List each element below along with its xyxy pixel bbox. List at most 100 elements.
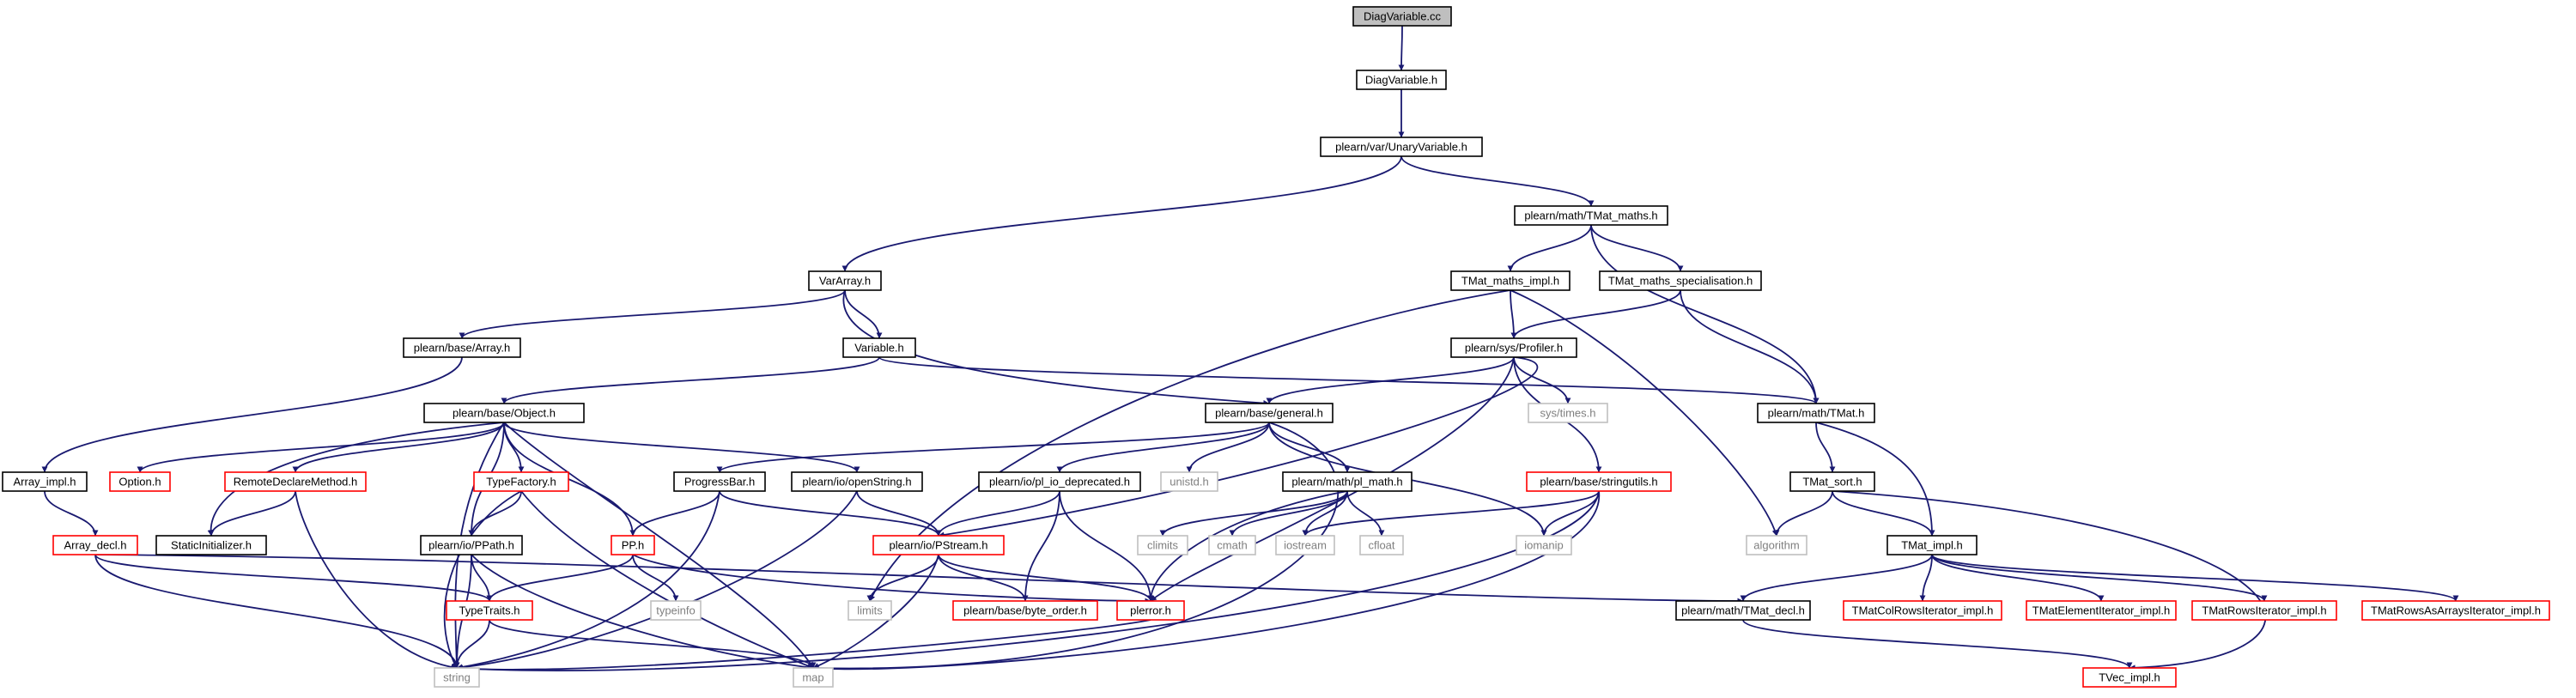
node-tmat_decl_h[interactable]: plearn/math/TMat_decl.h: [1675, 600, 1811, 621]
node-vararray_h[interactable]: VarArray.h: [808, 270, 882, 291]
edge-line: [1815, 422, 1935, 537]
node-tmatrows_h[interactable]: TMatRowsIterator_impl.h: [2191, 600, 2337, 621]
edge-line: [208, 490, 296, 537]
node-typetraits_h[interactable]: TypeTraits.h: [446, 600, 533, 621]
node-unistd_h[interactable]: unistd.h: [1160, 471, 1218, 492]
node-diagvariable_h[interactable]: DiagVariable.h: [1356, 70, 1447, 90]
node-map[interactable]: map: [793, 667, 834, 688]
node-box: [403, 337, 521, 358]
node-ppath_h[interactable]: plearn/io/PPath.h: [420, 535, 523, 555]
edge-line: [459, 289, 846, 339]
node-climits[interactable]: climits: [1137, 535, 1188, 555]
node-iostream[interactable]: iostream: [1275, 535, 1335, 555]
node-progressbar_h[interactable]: ProgressBar.h: [673, 471, 766, 492]
edge-pl_math_h-to-cmath: [1229, 490, 1348, 537]
edge-pp_h-to-plerror_h: [632, 554, 1151, 604]
node-plerror_h[interactable]: plerror.h: [1116, 600, 1185, 621]
node-label: string: [443, 671, 471, 684]
edge-line: [41, 356, 463, 473]
node-label: Variable.h: [854, 342, 904, 355]
node-variable_h[interactable]: Variable.h: [842, 337, 916, 358]
node-box: [1275, 535, 1335, 555]
node-general_h[interactable]: plearn/base/general.h: [1205, 403, 1334, 423]
edge-tmat_impl_h-to-tmatelement_h: [1931, 554, 2105, 602]
node-openstring_h[interactable]: plearn/io/openString.h: [791, 471, 923, 492]
node-box: [2361, 600, 2550, 621]
node-box: [473, 471, 569, 492]
node-label: plearn/math/TMat_decl.h: [1681, 604, 1805, 617]
node-limits[interactable]: limits: [848, 600, 892, 621]
node-label: TMatColRowsIterator_impl.h: [1852, 604, 1994, 617]
edge-tmat_impl_h-to-tmatrowsasarrays_h: [1931, 554, 2459, 602]
edge-object_h-to-option_h: [137, 422, 505, 473]
node-label: TMat_impl.h: [1901, 539, 1963, 552]
node-typeinfo[interactable]: typeinfo: [650, 600, 702, 621]
node-cmath[interactable]: cmath: [1208, 535, 1256, 555]
edge-line: [292, 422, 505, 473]
edge-line: [94, 554, 460, 669]
node-base_array_h[interactable]: plearn/base/Array.h: [403, 337, 521, 358]
node-tmat_h[interactable]: plearn/math/TMat.h: [1757, 403, 1875, 423]
node-tmat_maths_h[interactable]: plearn/math/TMat_maths.h: [1514, 205, 1668, 226]
node-pp_h[interactable]: PP.h: [611, 535, 655, 555]
node-box: [1746, 535, 1807, 555]
edge-line: [1302, 490, 1348, 537]
edge-typefactory_h-to-map: [520, 490, 814, 669]
node-box: [423, 403, 585, 423]
node-label: TMatRowsIterator_impl.h: [2202, 604, 2326, 617]
node-tmatrowsasarrays_h[interactable]: TMatRowsAsArraysIterator_impl.h: [2361, 600, 2550, 621]
edge-vararray_h-to-variable_h: [844, 289, 883, 339]
node-box: [611, 535, 655, 555]
node-box: [1789, 471, 1875, 492]
edge-object_h-to-map: [503, 422, 814, 669]
node-label: plearn/sys/Profiler.h: [1465, 342, 1563, 355]
node-diagvariable_cc[interactable]: DiagVariable.cc: [1352, 6, 1452, 27]
edge-pl_io_depr_h-to-plerror_h: [1059, 490, 1154, 602]
node-tmatelement_h[interactable]: TMatElementIterator_impl.h: [2026, 600, 2177, 621]
node-string[interactable]: string: [434, 667, 480, 688]
node-tmatcolrows_h[interactable]: TMatColRowsIterator_impl.h: [1843, 600, 2002, 621]
node-label: PP.h: [622, 539, 645, 552]
node-label: RemoteDeclareMethod.h: [234, 476, 358, 489]
node-label: plearn/base/general.h: [1215, 407, 1323, 420]
node-tvec_impl_h[interactable]: TVec_impl.h: [2082, 667, 2177, 688]
edge-line: [1513, 356, 1571, 404]
node-pl_io_depr_h[interactable]: plearn/io/pl_io_deprecated.h: [978, 471, 1141, 492]
node-array_impl_h[interactable]: Array_impl.h: [2, 471, 88, 492]
node-sys_times_h[interactable]: sys/times.h: [1528, 403, 1608, 423]
node-object_h[interactable]: plearn/base/Object.h: [423, 403, 585, 423]
node-cfloat[interactable]: cfloat: [1359, 535, 1404, 555]
node-label: climits: [1147, 539, 1179, 552]
edge-tmat_sort_h-to-tvec_impl_h: [1832, 490, 2267, 671]
node-stringutils_h[interactable]: plearn/base/stringutils.h: [1526, 471, 1672, 492]
node-box: [1599, 270, 1762, 291]
node-pstream_h[interactable]: plearn/io/PStream.h: [872, 535, 1005, 555]
edge-line: [938, 554, 1029, 602]
node-tmat_impl_h[interactable]: TMat_impl.h: [1886, 535, 1978, 555]
edge-line: [486, 554, 634, 602]
node-box: [1208, 535, 1256, 555]
node-unaryvariable_h[interactable]: plearn/var/UnaryVariable.h: [1320, 137, 1483, 157]
edge-profiler_h-to-sys_times_h: [1513, 356, 1571, 404]
edge-diagvariable_cc-to-diagvariable_h: [1398, 25, 1405, 71]
node-pl_math_h[interactable]: plearn/math/pl_math.h: [1282, 471, 1413, 492]
node-staticinit_h[interactable]: StaticInitializer.h: [155, 535, 267, 555]
node-profiler_h[interactable]: plearn/sys/Profiler.h: [1450, 337, 1577, 358]
node-tmat_maths_impl_h[interactable]: TMat_maths_impl.h: [1450, 270, 1571, 291]
node-tmat_sort_h[interactable]: TMat_sort.h: [1789, 471, 1875, 492]
edge-tmat_sort_h-to-tmat_impl_h: [1832, 490, 1935, 537]
node-algorithm[interactable]: algorithm: [1746, 535, 1807, 555]
node-option_h[interactable]: Option.h: [109, 471, 171, 492]
node-label: plearn/io/PPath.h: [428, 539, 514, 552]
node-array_decl_h[interactable]: Array_decl.h: [52, 535, 138, 555]
node-remotedeclare_h[interactable]: RemoteDeclareMethod.h: [224, 471, 367, 492]
node-iomanip[interactable]: iomanip: [1516, 535, 1572, 555]
node-box: [109, 471, 171, 492]
node-box: [848, 600, 892, 621]
node-typefactory_h[interactable]: TypeFactory.h: [473, 471, 569, 492]
node-box: [420, 535, 523, 555]
node-tmat_maths_spec_h[interactable]: TMat_maths_specialisation.h: [1599, 270, 1762, 291]
node-box: [952, 600, 1098, 621]
edge-line: [632, 554, 1151, 604]
node-byte_order_h[interactable]: plearn/base/byte_order.h: [952, 600, 1098, 621]
